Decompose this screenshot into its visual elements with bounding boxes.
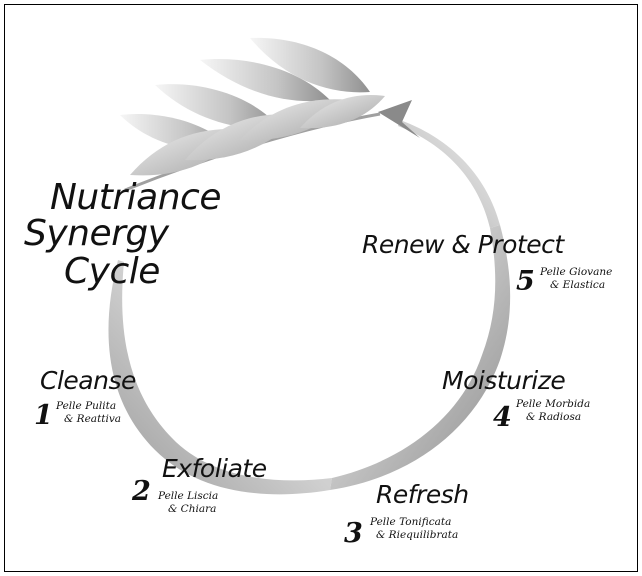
diagram-title-line1: Nutriance (50, 177, 221, 218)
stage-4-line1: Pelle Morbida (516, 398, 591, 410)
stage-4-description: Pelle Morbida & Radiosa (516, 398, 590, 424)
stage-2-description: Pelle Liscia & Chiara (158, 490, 218, 516)
cycle-ring-right (330, 225, 511, 490)
stage-4-number: 4 (493, 402, 512, 433)
stage-3-name: Refresh (376, 480, 469, 509)
stage-2-number: 2 (132, 476, 151, 507)
stage-2-line2: & Chiara (168, 503, 217, 515)
diagram-frame (4, 4, 638, 572)
stage-5-line1: Pelle Giovane (540, 266, 613, 278)
stage-1-description: Pelle Pulita & Reattiva (56, 400, 121, 426)
stage-3-line2: & Riequilibrata (376, 529, 459, 541)
laurel-leaves-icon (120, 37, 385, 176)
cycle-ring-top (398, 120, 500, 228)
stage-1-name: Cleanse (40, 366, 136, 395)
stage-2-line1: Pelle Liscia (158, 490, 219, 502)
cycle-ring-left (108, 260, 333, 495)
stage-5-description: Pelle Giovane & Elastica (540, 266, 612, 292)
stage-1-line1: Pelle Pulita (56, 400, 117, 412)
stage-4-line2: & Radiosa (526, 411, 582, 423)
diagram-title-line3: Cycle (64, 251, 160, 292)
stage-2-name: Exfoliate (162, 454, 267, 483)
stage-3-line1: Pelle Tonificata (370, 516, 452, 528)
stage-5-line2: & Elastica (550, 279, 606, 291)
stage-5-name: Renew & Protect (362, 230, 564, 259)
diagram-title-line2: Synergy (24, 213, 169, 254)
stage-3-description: Pelle Tonificata & Riequilibrata (370, 516, 458, 542)
stage-1-number: 1 (34, 400, 53, 431)
stage-5-number: 5 (516, 266, 535, 297)
stage-4-name: Moisturize (442, 366, 566, 395)
cycle-arrow-icon (378, 100, 420, 138)
stage-3-number: 3 (344, 518, 363, 549)
stage-1-line2: & Reattiva (64, 413, 122, 425)
